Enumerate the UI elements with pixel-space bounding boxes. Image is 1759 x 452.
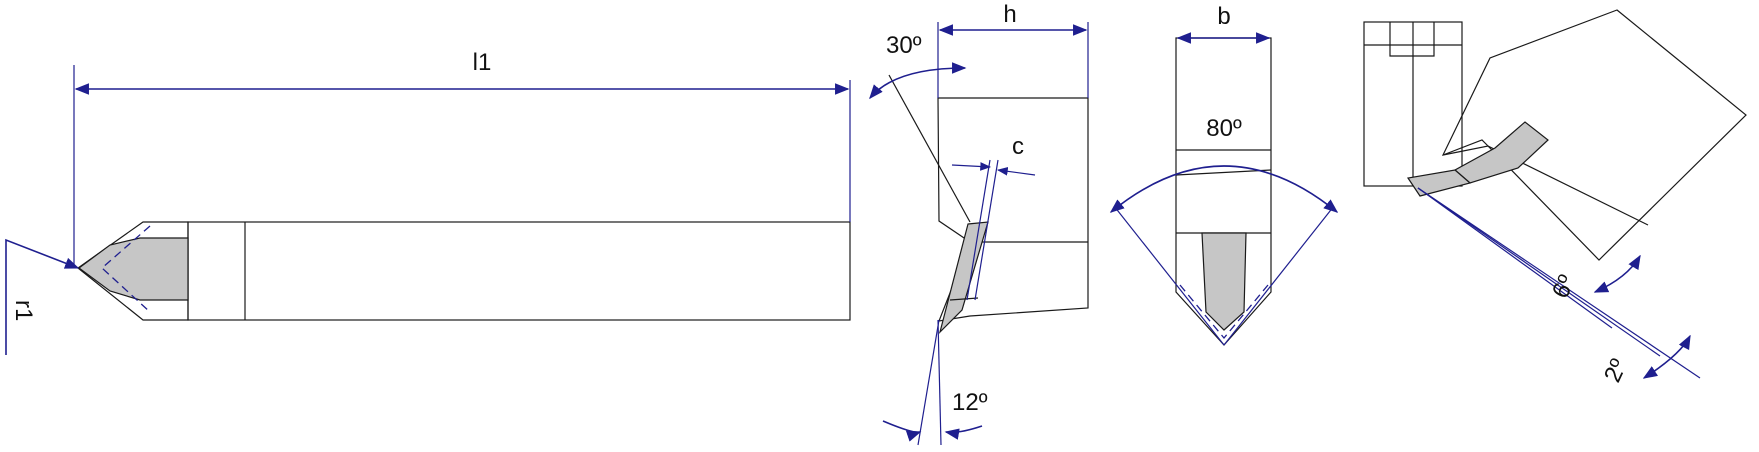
bottom-angle-arrow-right <box>944 425 983 440</box>
end-view-body <box>937 97 1089 322</box>
bottom-angle-arrow-left <box>882 420 922 442</box>
iso-clearance-line-3 <box>1417 187 1613 329</box>
secondary-angle-label: 2º <box>1599 355 1633 387</box>
chamfer-arrow-left <box>951 162 992 171</box>
carbide-insert <box>77 237 189 301</box>
iso-insert-tip <box>1406 169 1472 197</box>
end-view-reference-angled <box>917 319 940 446</box>
end-view: h 30º c 12º <box>869 1 1089 446</box>
point-angle-label: 80º <box>1206 115 1242 142</box>
b-label: b <box>1217 3 1230 30</box>
cutting-edge-dashed <box>101 225 151 313</box>
top-angle-arc <box>869 62 967 100</box>
top-angle-label: 30º <box>886 32 922 59</box>
r1-leader-line <box>5 238 80 355</box>
point-angle-arc <box>1109 165 1339 213</box>
h-label: h <box>1003 1 1016 28</box>
bottom-angle-label: 12º <box>952 389 988 416</box>
end-view-flank-line <box>888 74 971 223</box>
point-angle-line-left <box>1113 205 1225 346</box>
isometric-view: 6º 2º <box>1406 9 1747 387</box>
end-view-reference-vertical <box>937 319 942 446</box>
iso-edge-2 <box>1442 139 1489 156</box>
l1-label: l1 <box>473 49 492 76</box>
iso-insert <box>1453 121 1549 184</box>
point-angle-line-right <box>1223 205 1335 346</box>
iso-clearance-line-2 <box>1417 187 1661 357</box>
r1-label: r1 <box>10 300 37 321</box>
top-view <box>1363 21 1463 187</box>
top-view-notch <box>1389 22 1435 57</box>
side-view: l1 r1 <box>5 49 851 355</box>
front-view-insert <box>1201 232 1247 331</box>
shank-body <box>187 221 851 321</box>
chamfer-line-2 <box>974 159 999 301</box>
front-view-line-2 <box>1175 169 1272 176</box>
clearance-angle-arc <box>1593 254 1641 293</box>
end-view-insert <box>938 221 989 334</box>
chamfer-label: c <box>1012 133 1024 160</box>
end-view-insert-line <box>949 297 979 301</box>
chamfer-line-1 <box>966 159 991 301</box>
secondary-angle-arc <box>1642 334 1691 379</box>
front-view: 80º b <box>1109 3 1339 346</box>
front-view-dashed-edge <box>1179 284 1269 340</box>
chamfer-arrow-right <box>996 167 1036 176</box>
iso-body-outline <box>1441 9 1747 261</box>
